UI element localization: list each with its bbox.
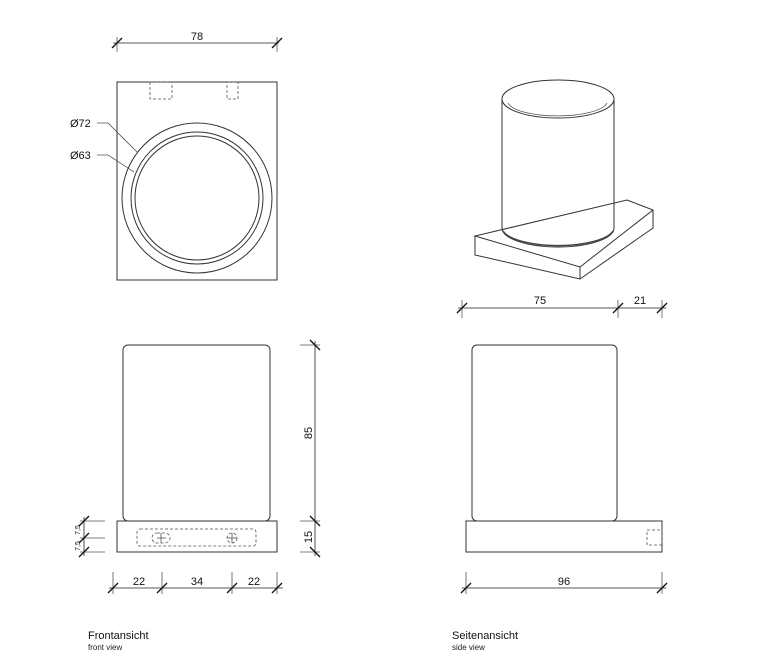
inner-diameter-label: Ø63 xyxy=(70,150,91,162)
front-view: 85 15 7,5 7,5 22 34 22 Frontansicht fron… xyxy=(75,339,321,652)
hidden-hole xyxy=(226,81,239,100)
dim-label-21: 21 xyxy=(634,295,646,307)
side-top-dims: 75 21 xyxy=(456,295,668,318)
front-view-title: Frontansicht xyxy=(88,630,149,642)
glass xyxy=(122,344,271,522)
glass-inner xyxy=(134,135,260,261)
hidden-slot xyxy=(149,81,173,100)
dim-label-left: 22 xyxy=(133,576,145,588)
dim-label-center: 34 xyxy=(191,576,203,588)
base xyxy=(116,520,278,553)
side-view-title: Seitenansicht xyxy=(452,630,518,642)
dim-label-right: 22 xyxy=(248,576,260,588)
dim-label-depth: 96 xyxy=(558,576,570,588)
side-view: 96 Seitenansicht side view xyxy=(452,344,668,652)
dim-label-width: 78 xyxy=(191,31,203,43)
outer-diameter-label: Ø72 xyxy=(70,118,91,130)
front-view-subtitle: front view xyxy=(88,643,122,652)
isometric-view xyxy=(473,79,655,280)
middle-ring xyxy=(130,131,264,265)
glass-side xyxy=(471,344,618,522)
dim-label-height: 85 xyxy=(303,427,315,439)
dim-label-75: 75 xyxy=(534,295,546,307)
mounting-plate xyxy=(116,81,278,281)
outer-ring xyxy=(121,122,273,274)
dim-label-offset-top: 7,5 xyxy=(75,525,82,535)
side-view-subtitle: side view xyxy=(452,643,485,652)
dim-label-offset-bottom: 7,5 xyxy=(75,541,82,551)
base-side xyxy=(465,520,663,553)
dim-label-base-height: 15 xyxy=(303,531,315,543)
top-view: 78 Ø72 Ø63 xyxy=(70,31,283,281)
